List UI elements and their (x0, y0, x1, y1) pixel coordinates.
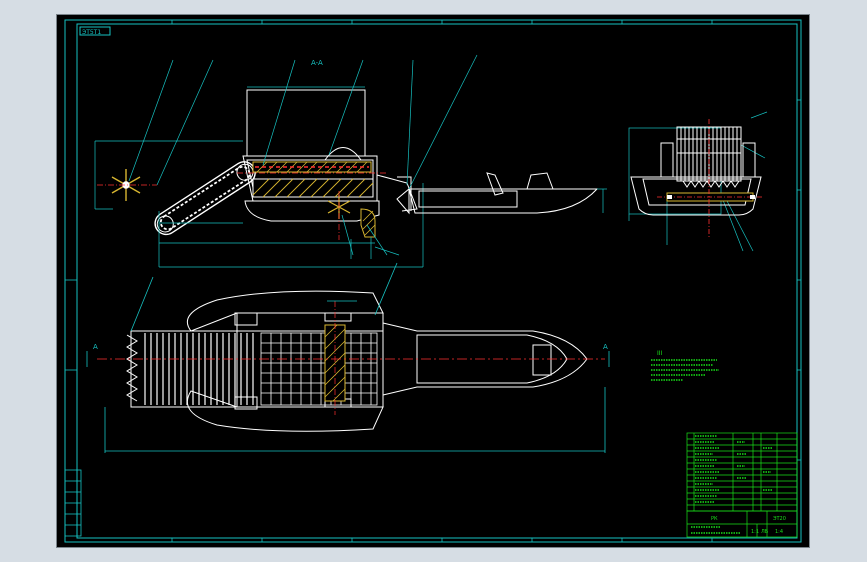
plan-view[interactable]: A A (86, 262, 610, 453)
title-cell-4: ЛБ (761, 529, 769, 535)
parts-list-entries (695, 435, 773, 503)
tech-notes-heading: III (657, 350, 663, 357)
section-label: A-A (311, 59, 323, 67)
section-view-aa[interactable]: A-A (94, 59, 424, 268)
cut-mark-left: A (93, 343, 98, 351)
conveyor-slats (144, 333, 254, 405)
title-cell-1: РК (711, 516, 718, 522)
parts-list[interactable] (686, 432, 798, 512)
sheet-frame (64, 19, 802, 543)
hatched-roll-lower (252, 178, 374, 198)
cutter-wheel-front (111, 169, 141, 201)
revision-stamp-column (64, 469, 82, 537)
drawing-sheet[interactable]: ЭТ5Т1 (56, 14, 810, 548)
signature-scribbles (691, 526, 741, 534)
title-cell-3: 1:1 (751, 529, 759, 535)
title-block-text: РК ЭТ20 1:1 ЛБ 1:4 (711, 516, 786, 535)
cut-mark-right: A (603, 343, 608, 351)
title-cell-2: ЭТ20 (773, 516, 786, 522)
technical-notes: III (651, 350, 719, 381)
front-teeth (126, 334, 138, 402)
boat-side-view[interactable] (396, 54, 607, 215)
drawing-canvas[interactable]: ЭТ5Т1 (57, 15, 811, 549)
title-block[interactable] (686, 510, 798, 538)
mesh-grid (260, 332, 378, 406)
title-tag: ЭТ5Т1 (82, 29, 101, 36)
end-view[interactable] (628, 111, 768, 252)
title-cell-5: 1:4 (775, 529, 783, 535)
hatched-roll-upper (252, 161, 372, 173)
hatched-bracket (360, 208, 376, 238)
